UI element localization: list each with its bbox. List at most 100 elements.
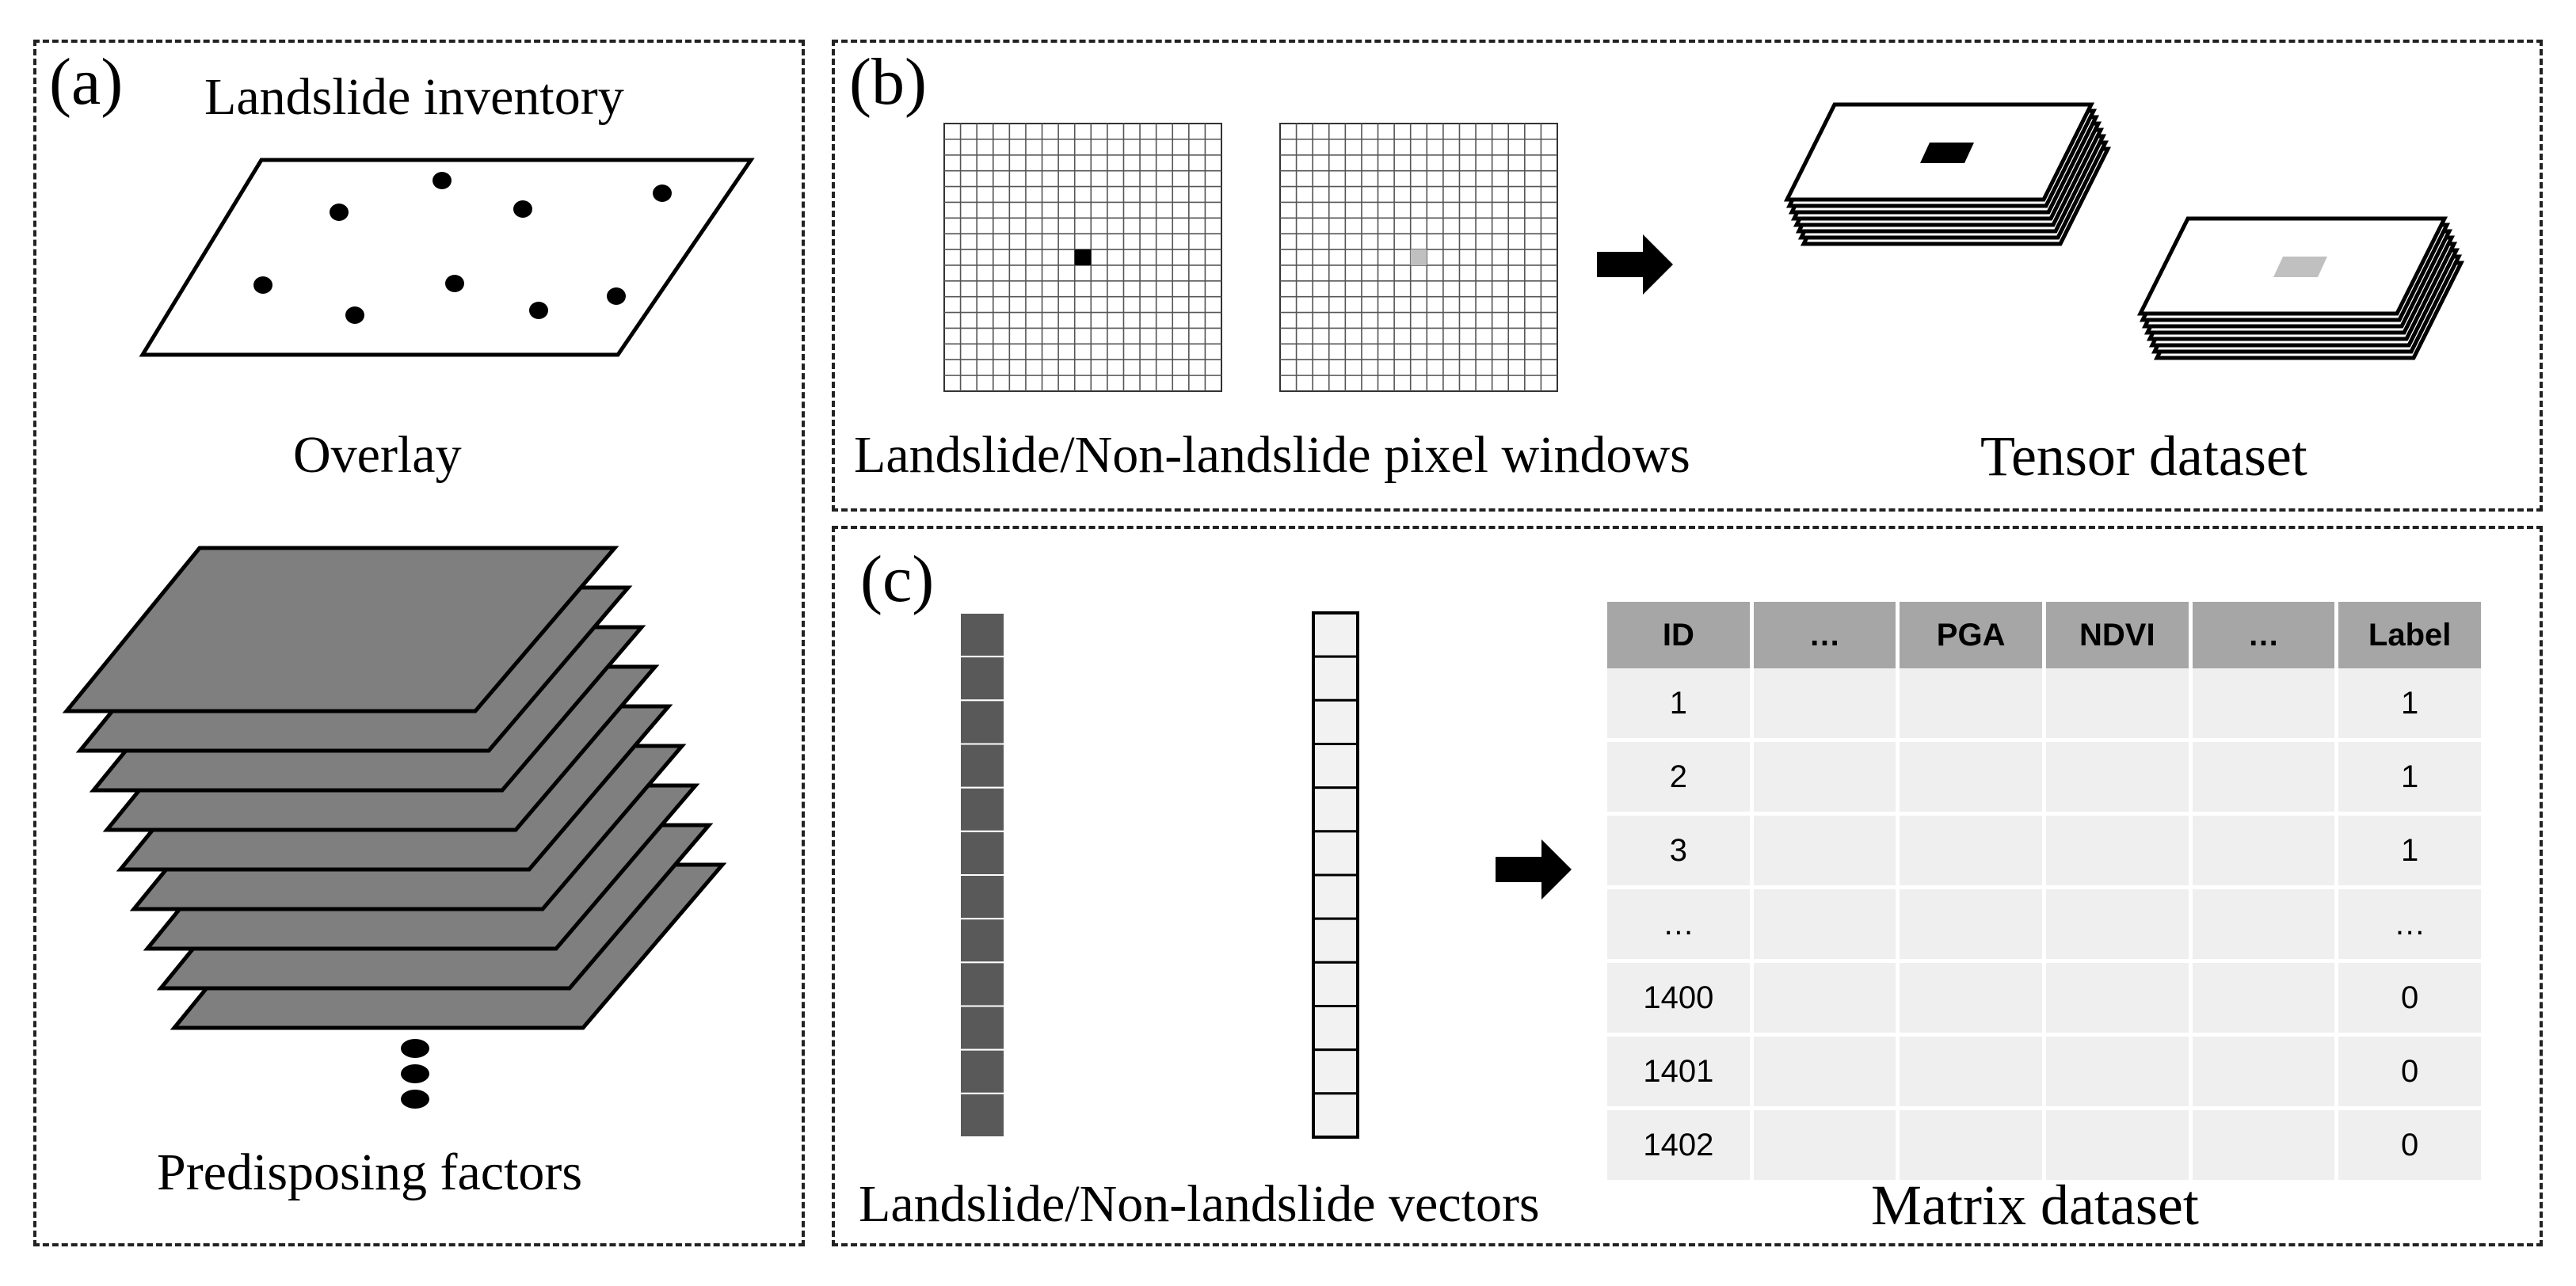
vector-cell	[959, 699, 1005, 745]
table-cell	[1749, 1108, 1900, 1184]
table-cell	[2041, 1034, 2193, 1110]
table-cell	[2188, 887, 2339, 963]
panel-c-frame	[832, 526, 2543, 1246]
arrow-to-matrix	[1496, 839, 1572, 900]
table-cell	[1896, 740, 2046, 816]
table-cell	[2041, 961, 2193, 1037]
predisposing-factor-stack	[62, 546, 727, 1109]
table-cell	[1896, 1034, 2046, 1110]
table-cell	[1896, 1108, 2046, 1184]
vector-cell	[1312, 1005, 1359, 1052]
table-cell	[1749, 887, 1900, 963]
vector-cell	[959, 786, 1005, 832]
tensor-dataset-caption: Tensor dataset	[1980, 424, 2307, 488]
landslide-point	[513, 200, 532, 218]
table-cell: 1	[2334, 740, 2485, 816]
inventory-title: Landslide inventory	[204, 68, 624, 126]
table-cell	[1896, 887, 2046, 963]
table-cell	[2041, 740, 2193, 816]
landslide-pixel-window	[943, 123, 1222, 392]
tensor-center-cell	[2273, 257, 2327, 277]
table-header-cell: PGA	[1896, 602, 2046, 668]
panel-a-label: (a)	[49, 45, 124, 119]
vector-cell	[1312, 917, 1359, 964]
vector-cell	[959, 961, 1005, 1007]
predisposing-factors-label: Predisposing factors	[157, 1143, 583, 1201]
panel-c-label: (c)	[860, 542, 935, 616]
arrow-to-tensor	[1597, 234, 1673, 295]
vector-cell	[959, 830, 1005, 877]
pixel-windows-caption: Landslide/Non-landslide pixel windows	[854, 426, 1690, 484]
vector-cell	[1312, 873, 1359, 920]
panel-b-label: (b)	[849, 45, 927, 119]
table-header-cell: ID	[1603, 602, 1754, 668]
table-cell: 1401	[1603, 1034, 1754, 1110]
table-cell: 0	[2334, 961, 2485, 1037]
table-header-cell: …	[2188, 602, 2339, 668]
continuation-dot	[401, 1064, 429, 1083]
landslide-point	[253, 276, 272, 294]
table-cell	[2188, 740, 2339, 816]
vector-cell	[1312, 743, 1359, 789]
non-landslide-vector	[1312, 611, 1359, 1139]
table-row: 1402 0	[1603, 1108, 2485, 1184]
table-cell	[1749, 668, 1900, 742]
table-cell: 1	[2334, 668, 2485, 742]
table-cell	[1749, 961, 1900, 1037]
table-cell	[1896, 668, 2046, 742]
factor-layer	[62, 546, 619, 713]
table-cell: …	[2334, 887, 2485, 963]
table-cell	[1749, 1034, 1900, 1110]
tensor-dataset-stacks	[1783, 102, 2465, 360]
center-pixel	[1410, 249, 1427, 265]
vector-cell	[1312, 698, 1359, 746]
table-row: 1401 0	[1603, 1034, 2485, 1110]
table-cell	[2188, 813, 2339, 889]
vector-cell	[1312, 1092, 1359, 1139]
table-row: ……	[1603, 887, 2485, 963]
vectors-caption: Landslide/Non-landslide vectors	[859, 1175, 1540, 1233]
table-cell: 3	[1603, 813, 1754, 889]
landslide-point	[607, 287, 626, 305]
vector-cell	[1312, 961, 1359, 1008]
landslide-vector	[959, 612, 1005, 1138]
inventory-map	[139, 158, 755, 357]
table-cell	[2188, 961, 2339, 1037]
overlay-label: Overlay	[293, 426, 462, 484]
vector-cell	[959, 1005, 1005, 1051]
table-cell	[2041, 813, 2193, 889]
table-header-row: ID … PGA NDVI … Label	[1603, 602, 2485, 668]
table-cell	[1896, 961, 2046, 1037]
inventory-plane	[139, 158, 755, 357]
vector-cell	[959, 874, 1005, 920]
landslide-point	[445, 275, 464, 292]
vector-cell	[1312, 611, 1359, 658]
table-header-cell: Label	[2334, 602, 2485, 668]
landslide-point	[330, 204, 349, 221]
table-cell: 0	[2334, 1108, 2485, 1184]
non-landslide-pixel-window	[1279, 123, 1558, 392]
vector-cell	[959, 918, 1005, 964]
vector-cell	[959, 1092, 1005, 1138]
table-cell: 1402	[1603, 1108, 1754, 1184]
vector-cell	[1312, 1048, 1359, 1095]
vector-cell	[1312, 655, 1359, 702]
matrix-dataset-caption: Matrix dataset	[1871, 1174, 2199, 1237]
landslide-point	[433, 172, 452, 189]
vector-cell	[959, 656, 1005, 702]
table-cell	[2041, 887, 2193, 963]
table-cell: 1	[2334, 813, 2485, 889]
continuation-dot	[401, 1039, 429, 1058]
vector-cell	[1312, 786, 1359, 833]
table-cell	[2188, 668, 2339, 742]
table-cell: 0	[2334, 1034, 2485, 1110]
vector-cell	[959, 1048, 1005, 1094]
right-arrow-icon	[1496, 839, 1572, 900]
vector-cell	[1312, 830, 1359, 877]
